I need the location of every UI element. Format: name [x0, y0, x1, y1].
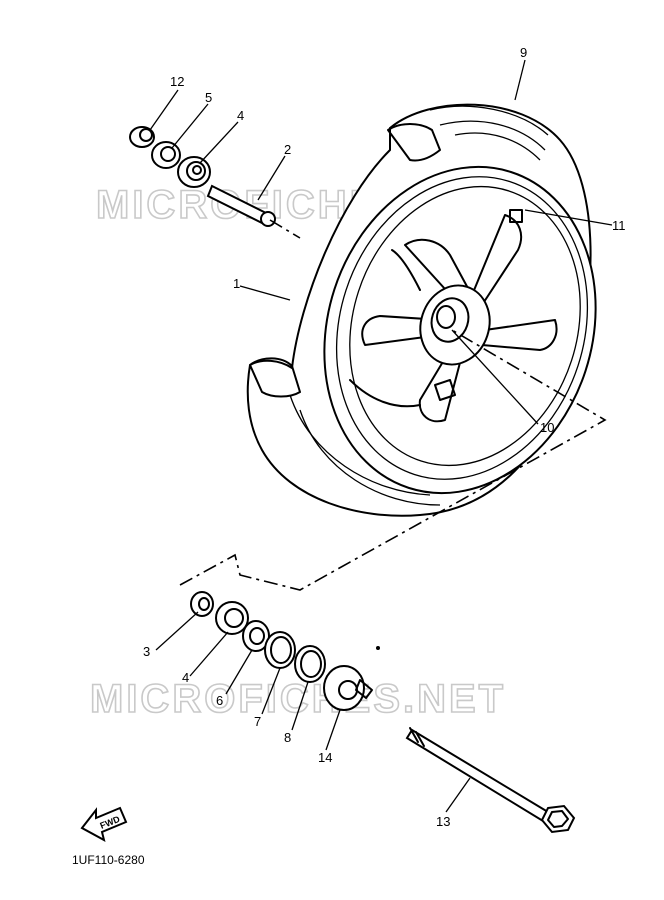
callout-14: 14: [318, 750, 332, 765]
part-2-spacer: [206, 184, 276, 227]
callout-13: 13: [436, 814, 450, 829]
part-4-bearing-top: [177, 156, 211, 188]
callout-12: 12: [170, 74, 184, 89]
callout-9: 9: [520, 45, 527, 60]
callout-6: 6: [216, 693, 223, 708]
callout-10: 10: [540, 420, 554, 435]
diagram-code: 1UF110-6280: [72, 853, 145, 867]
wheel-spokes: [349, 214, 558, 423]
part-5-oil-seal: [151, 141, 181, 169]
part-3-collar: [190, 591, 214, 617]
part-4-bearing-bottom: [215, 601, 249, 635]
callout-5: 5: [205, 90, 212, 105]
callout-11: 11: [612, 218, 626, 233]
callout-3: 3: [143, 644, 150, 659]
balance-weight: [434, 379, 456, 401]
part-6-seal: [242, 620, 270, 652]
axle-centerline: [179, 329, 607, 591]
callout-7: 7: [254, 714, 261, 729]
callout-2: 2: [284, 142, 291, 157]
callout-1: 1: [233, 276, 240, 291]
callout-8: 8: [284, 730, 291, 745]
tire-cutaway-bottom: [249, 357, 301, 398]
part-14-meter-gear-unit: [323, 665, 373, 711]
tire-cutaway-top: [387, 123, 441, 162]
leader-lines: [149, 59, 613, 813]
callout-4-bottom: 4: [182, 670, 189, 685]
fwd-arrow-icon: FWD: [80, 806, 128, 842]
part-13-axle: [405, 727, 576, 834]
wheel-assembly: [246, 103, 597, 517]
dot-marker: [376, 646, 380, 650]
part-7-clutch-ring: [264, 631, 296, 669]
part-8-oil-seal: [294, 645, 326, 683]
watermark-bottom: MICROFICHES.NET: [90, 677, 506, 721]
callout-4-top: 4: [237, 108, 244, 123]
valve-stem: [509, 209, 523, 223]
part-12-collar: [129, 126, 155, 148]
